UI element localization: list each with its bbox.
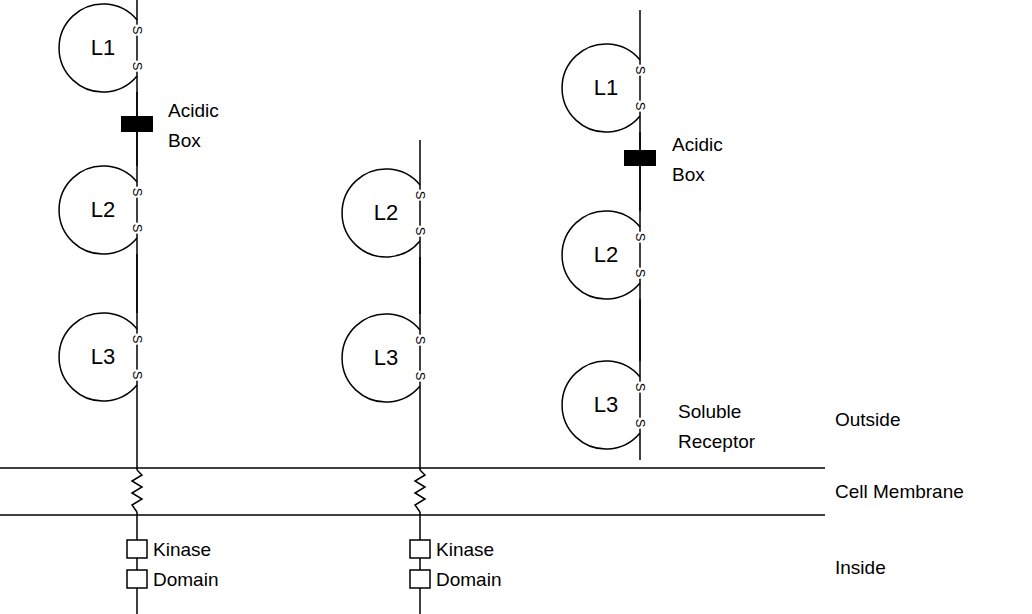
kinase-square [127,570,147,588]
ig-loop: L1 [560,44,640,132]
loop-arc [562,44,640,132]
loop-arc [342,169,420,257]
disulfide-bond: S [634,101,647,112]
loop-arc [59,166,137,254]
loop-label: L3 [91,346,115,368]
region-label: Inside [835,553,886,583]
membrane-line [0,514,825,516]
disulfide-bond: S [131,334,144,345]
disulfide-bond: S [414,190,427,201]
disulfide-bond: S [414,226,427,237]
kinase-square [410,570,430,588]
loop-arc [562,211,640,299]
domain-label: Kinase Domain [436,535,501,595]
acidic-box [624,150,656,166]
loop-label: L1 [91,37,115,59]
loop-label: L1 [594,77,618,99]
disulfide-bond: S [131,223,144,234]
disulfide-bond: S [131,61,144,72]
disulfide-bond: S [131,25,144,36]
acidic-box [121,116,153,132]
loop-label: L2 [374,202,398,224]
domain-label: Acidic Box [672,130,723,190]
loop-arc [562,361,640,449]
disulfide-bond: S [414,335,427,346]
ig-loop: L2 [340,169,420,257]
disulfide-bond: S [634,418,647,429]
receptor-chain [136,512,138,614]
disulfide-bond: S [634,268,647,279]
ig-loop: L3 [340,314,420,402]
loop-label: L3 [374,347,398,369]
membrane-line [0,467,825,469]
ig-loop: L2 [57,166,137,254]
receptor-label: Soluble Receptor [678,397,755,457]
ig-loop: L2 [560,211,640,299]
ig-loop: L3 [560,361,640,449]
region-label: Outside [835,405,900,435]
kinase-square [410,540,430,558]
loop-arc [59,4,137,92]
disulfide-bond: S [634,232,647,243]
loop-arc [59,313,137,401]
disulfide-bond: S [414,371,427,382]
disulfide-bond: S [634,65,647,76]
domain-label: Acidic Box [168,96,219,156]
loop-label: L2 [91,199,115,221]
transmembrane-zigzag [132,470,142,512]
ig-loop: L1 [57,4,137,92]
transmembrane-zigzag [415,470,425,512]
disulfide-bond: S [131,370,144,381]
region-label: Cell Membrane [835,477,964,507]
loop-label: L3 [594,394,618,416]
ig-loop: L3 [57,313,137,401]
disulfide-bond: S [131,187,144,198]
kinase-square [127,540,147,558]
domain-label: Kinase Domain [153,535,218,595]
loop-label: L2 [594,244,618,266]
disulfide-bond: S [634,382,647,393]
loop-arc [342,314,420,402]
receptor-chain [419,512,421,614]
